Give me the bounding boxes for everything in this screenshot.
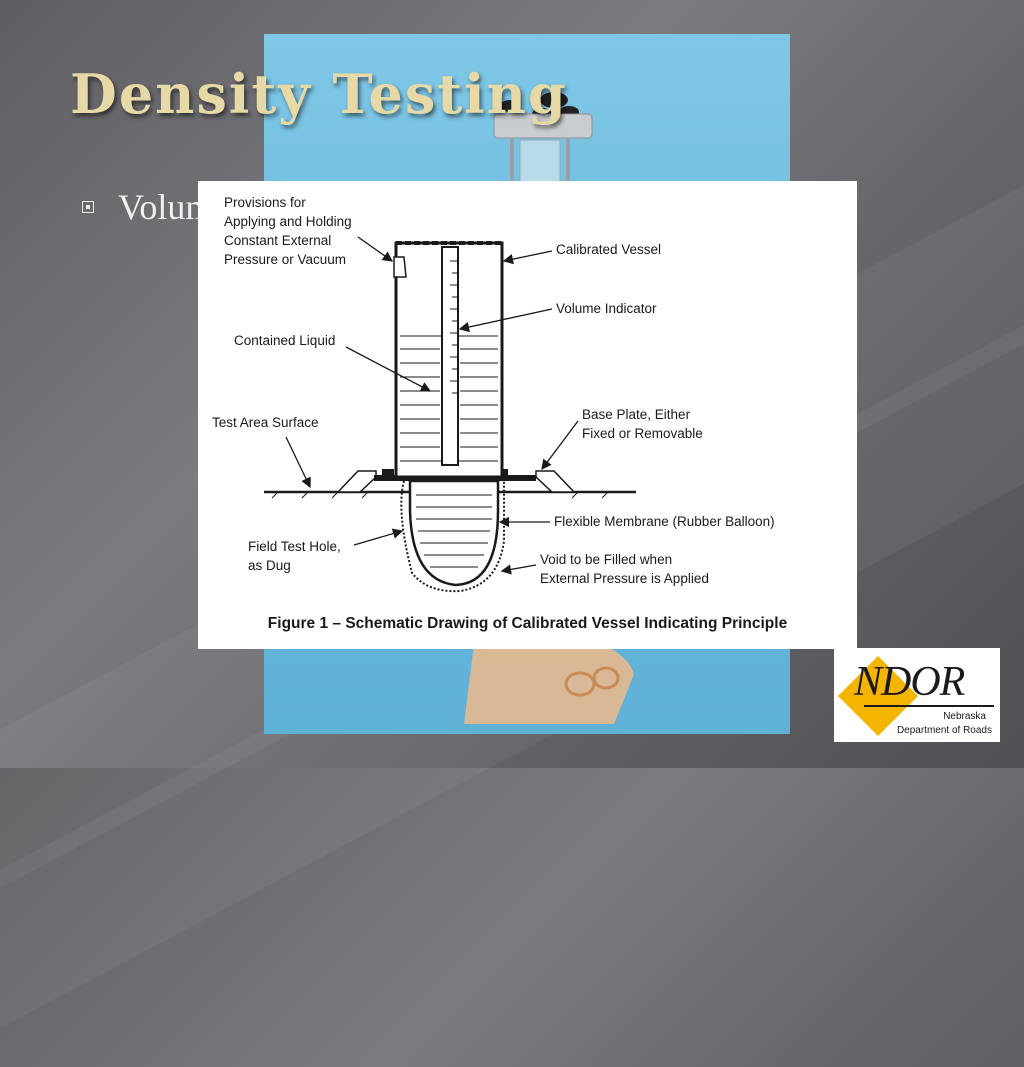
slide-title: Density Testing [70, 62, 568, 126]
figure-caption: Figure 1 – Schematic Drawing of Calibrat… [267, 615, 788, 632]
volume-indicator-tube [441, 246, 459, 466]
schematic-drawing: Provisions for Applying and Holding Cons… [212, 195, 775, 593]
label-provisions: Provisions for [224, 195, 306, 210]
ndor-logo: NDOR Nebraska Department of Roads [834, 648, 1000, 742]
label-test-area-surface: Test Area Surface [212, 415, 319, 430]
schematic-figure: Provisions for Applying and Holding Cons… [198, 181, 857, 649]
logo-department: Department of Roads [896, 725, 992, 736]
label-provisions: Constant External [224, 233, 331, 248]
label-calibrated-vessel: Calibrated Vessel [556, 242, 661, 257]
label-flexible-membrane: Flexible Membrane (Rubber Balloon) [554, 514, 775, 529]
label-provisions: Applying and Holding [224, 214, 352, 229]
label-void: Void to be Filled when [540, 552, 672, 567]
label-provisions: Pressure or Vacuum [224, 252, 346, 267]
label-volume-indicator: Volume Indicator [556, 301, 657, 316]
balloon-membrane [408, 479, 500, 587]
label-field-test-hole: Field Test Hole, [248, 539, 341, 554]
apparatus-illustration [464, 92, 634, 724]
label-base-plate: Base Plate, Either [582, 407, 691, 422]
label-void: External Pressure is Applied [540, 571, 709, 586]
bullet-square-icon [82, 201, 94, 213]
label-base-plate: Fixed or Removable [582, 426, 703, 441]
logo-state: Nebraska [943, 711, 986, 722]
logo-wordmark: NDOR [854, 659, 965, 705]
logo-diamond-icon [838, 656, 994, 736]
label-field-test-hole: as Dug [248, 558, 291, 573]
label-contained-liquid: Contained Liquid [234, 333, 335, 348]
